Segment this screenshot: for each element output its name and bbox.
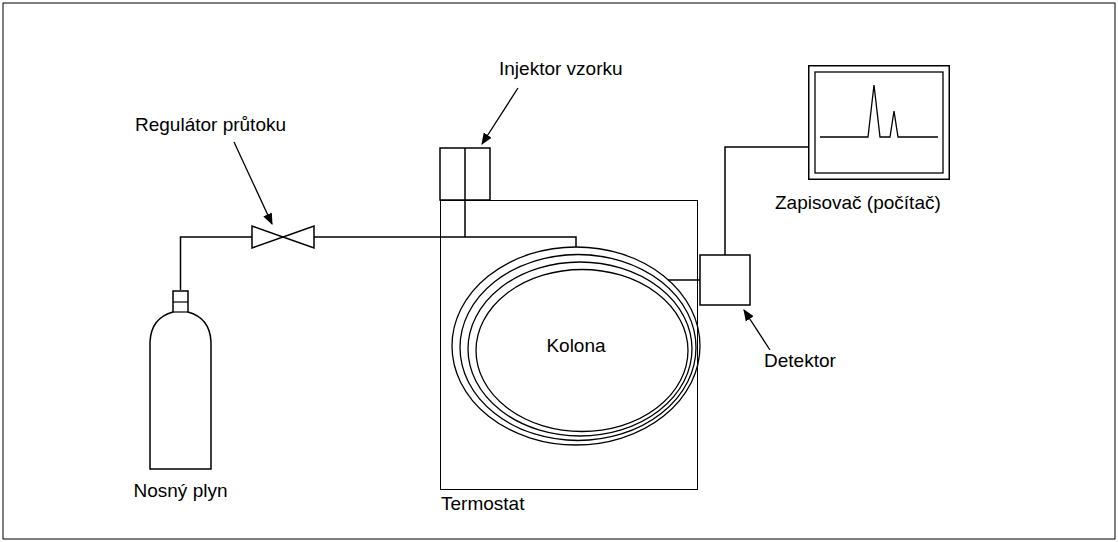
gas-line [181,237,577,290]
leader-arrow [234,142,272,224]
column-coil: Kolona [451,246,701,446]
leader-arrow [744,310,770,350]
gas-cylinder-shape [143,290,218,470]
part-label: Injektor vzorku [497,58,625,81]
node-label: Nosný plyn [134,480,228,503]
part-label: Regulátor průtoku [133,114,288,137]
node-label: Kolona [546,335,605,358]
detector-box [700,255,750,305]
thermostat-box: TermostatKolona [440,200,698,490]
column-outlet [668,279,700,281]
part-label: Detektor [762,350,838,373]
valve-symbol [252,226,314,248]
injector-symbol [440,148,490,237]
leader-arrow [482,88,518,144]
node-label: Termostat [441,493,524,516]
recorder-monitor-shape [808,65,950,180]
node-label: Zapisovač (počítač) [775,192,941,215]
outer-frame [3,3,1115,539]
gas-cylinder: Nosný plyn [143,290,218,470]
recorder-monitor: Zapisovač (počítač) [808,65,950,180]
